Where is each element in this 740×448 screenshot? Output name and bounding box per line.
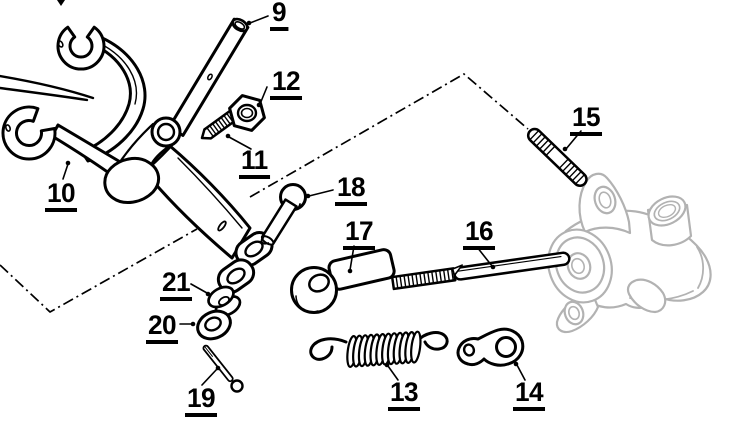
part-14-link-plate	[456, 327, 525, 367]
leader-lines	[62, 15, 582, 386]
part-label-17: 17	[343, 218, 376, 250]
part-label-10: 10	[45, 180, 78, 212]
fork-lower-prong	[1, 105, 57, 161]
part-18-clevis-pin	[260, 183, 307, 246]
part-label-9: 9	[270, 0, 288, 31]
part-label-20: 20	[146, 312, 179, 344]
part-label-16: 16	[463, 218, 496, 250]
part-17-eye-end	[290, 248, 396, 314]
part-12-nut	[228, 94, 266, 132]
cylinder-bottom-boss	[626, 278, 667, 314]
part-13-return-spring	[309, 330, 449, 368]
fork-lever-arm	[147, 144, 252, 260]
part-label-18: 18	[335, 174, 368, 206]
part-label-21: 21	[160, 269, 193, 301]
part-19-cotter-pin	[202, 344, 244, 393]
part-label-19: 19	[185, 385, 218, 417]
part-label-14: 14	[513, 379, 546, 411]
cutoff-part-lines	[0, 74, 95, 102]
cutoff-leader-arrow	[57, 0, 65, 6]
part-20-flat-washer	[196, 309, 232, 341]
part-15-stud	[526, 127, 588, 188]
alignment-centerlines	[0, 73, 529, 313]
fork-hub	[103, 116, 182, 205]
slave-cylinder-ghost	[547, 172, 712, 334]
part-10-release-fork	[1, 25, 252, 260]
part-16-push-rod	[390, 251, 571, 291]
part-label-13: 13	[388, 379, 421, 411]
part-label-15: 15	[570, 104, 603, 136]
fork-upper-prong	[56, 25, 106, 71]
part-label-12: 12	[270, 68, 303, 100]
part-label-11: 11	[239, 147, 270, 179]
